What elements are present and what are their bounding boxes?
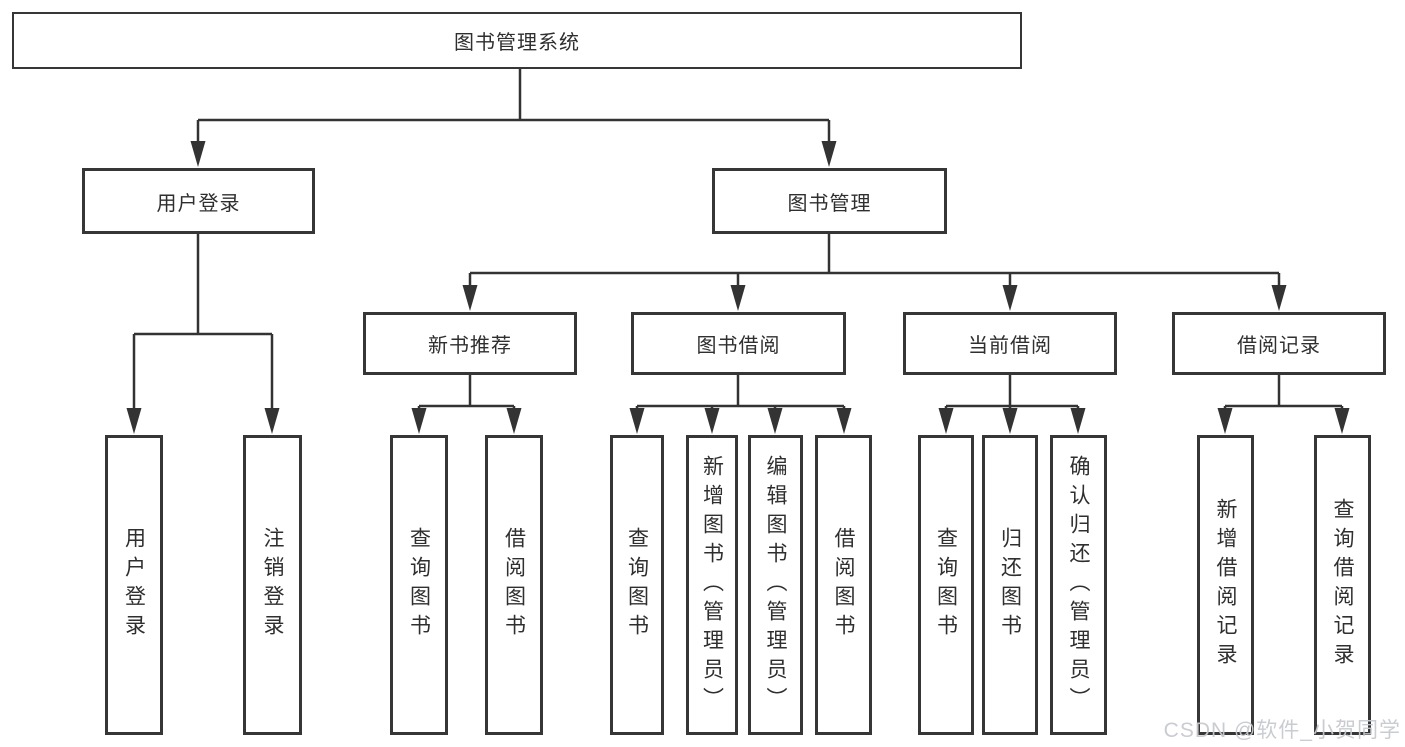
leaf-bb-borrow-books-label: 借阅图书: [832, 527, 855, 643]
leaf-nbr-query-books: 查询图书: [390, 435, 448, 735]
leaf-user-login-label: 用户登录: [122, 527, 146, 643]
node-book-management-group: 图书管理: [712, 168, 947, 234]
leaf-br-add-record: 新增借阅记录: [1197, 435, 1254, 735]
node-book-borrow: 图书借阅: [631, 312, 846, 375]
node-user-login-group: 用户登录: [82, 168, 315, 234]
leaf-cb-confirm-return-admin-label: 确认归还（管理员）: [1067, 454, 1090, 716]
leaf-cb-query-books-label: 查询图书: [934, 527, 958, 643]
leaf-user-login: 用户登录: [105, 435, 163, 735]
leaf-br-add-record-label: 新增借阅记录: [1214, 498, 1237, 672]
leaf-nbr-borrow-books: 借阅图书: [485, 435, 543, 735]
node-new-book-recommend-label: 新书推荐: [428, 335, 512, 357]
node-user-login-group-label: 用户登录: [156, 192, 241, 215]
leaf-cb-return-books: 归还图书: [982, 435, 1038, 735]
leaf-nbr-query-books-label: 查询图书: [407, 527, 431, 643]
watermark: CSDN @软件_小贺同学: [1163, 719, 1401, 742]
node-current-borrow: 当前借阅: [903, 312, 1117, 375]
node-borrow-records: 借阅记录: [1172, 312, 1386, 375]
node-root-label: 图书管理系统: [454, 32, 580, 54]
leaf-cb-confirm-return-admin: 确认归还（管理员）: [1050, 435, 1107, 735]
leaf-cb-return-books-label: 归还图书: [998, 527, 1022, 643]
node-book-management-group-label: 图书管理: [787, 192, 872, 215]
leaf-br-query-record: 查询借阅记录: [1314, 435, 1371, 735]
leaf-logout-label: 注销登录: [261, 527, 284, 643]
node-root: 图书管理系统: [12, 12, 1022, 69]
arrowheads: [126, 141, 1350, 434]
leaf-cb-query-books: 查询图书: [918, 435, 974, 735]
node-book-borrow-label: 图书借阅: [696, 335, 781, 357]
leaf-bb-query-books: 查询图书: [610, 435, 664, 735]
node-borrow-records-label: 借阅记录: [1237, 335, 1321, 357]
leaf-logout: 注销登录: [243, 435, 302, 735]
leaf-bb-query-books-label: 查询图书: [625, 527, 649, 643]
leaf-bb-add-books-admin-label: 新增图书（管理员）: [700, 454, 724, 716]
node-new-book-recommend: 新书推荐: [363, 312, 577, 375]
leaf-br-query-record-label: 查询借阅记录: [1331, 498, 1354, 672]
leaf-bb-borrow-books: 借阅图书: [815, 435, 872, 735]
leaf-bb-add-books-admin: 新增图书（管理员）: [686, 435, 738, 735]
leaf-bb-edit-books-admin-label: 编辑图书（管理员）: [764, 454, 787, 716]
leaf-nbr-borrow-books-label: 借阅图书: [502, 527, 526, 643]
node-current-borrow-label: 当前借阅: [968, 335, 1052, 357]
leaf-bb-edit-books-admin: 编辑图书（管理员）: [748, 435, 803, 735]
